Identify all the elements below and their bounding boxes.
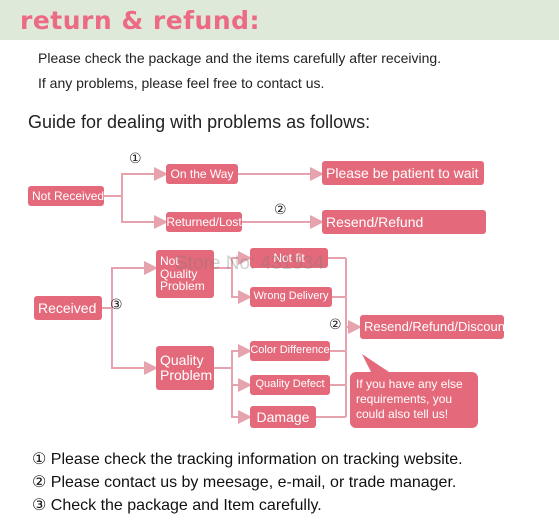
header-band [0,0,559,40]
not-fit-box: Not fit [250,248,328,268]
resend-refund-discount-box: Resend/Refund/Discount [360,315,509,339]
quality-line-2: Problem [160,367,213,383]
footer-note-2: ② Please contact us by meesage, e-mail, … [32,474,457,491]
not-quality-line-1: Not [160,254,179,269]
footer-note-3: ③ Check the package and Item carefully. [32,497,322,514]
footer-note-1: ① Please check the tracking information … [32,451,463,468]
received-box: Received [34,296,102,320]
store-watermark: Store No: 431534 [175,253,324,274]
not-quality-line-3: Problem [160,279,205,294]
not-quality-problem-box: Not Quality Problem [156,250,214,298]
returned-lost-box: Returned/Lost [166,212,242,232]
quality-defect-box: Quality Defect [250,375,330,395]
resend-refund-box: Resend/Refund [322,210,486,234]
page-title: return & refund: [20,6,261,35]
not-received-box: Not Received [28,186,104,206]
color-difference-box: Color Difference [250,341,330,361]
step-3-marker: ③ [110,297,123,313]
wrong-delivery-box: Wrong Delivery [250,287,332,307]
step-2-marker-received: ② [329,317,342,333]
requirements-bubble: If you have any else requirements, you c… [350,372,478,428]
not-quality-line-2: Quality [160,266,198,281]
damage-box: Damage [250,406,316,428]
step-2-marker: ② [274,202,287,218]
intro-line-2: If any problems, please feel free to con… [38,75,325,91]
intro-line-1: Please check the package and the items c… [38,50,442,66]
patient-wait-box: Please be patient to wait [322,161,484,185]
quality-line-1: Quality [160,352,204,369]
guide-heading: Guide for dealing with problems as follo… [28,112,371,132]
step-1-marker: ① [129,151,142,167]
quality-problem-box: Quality Problem [156,346,214,390]
flow-connectors [102,167,392,424]
on-the-way-box: On the Way [166,164,238,184]
